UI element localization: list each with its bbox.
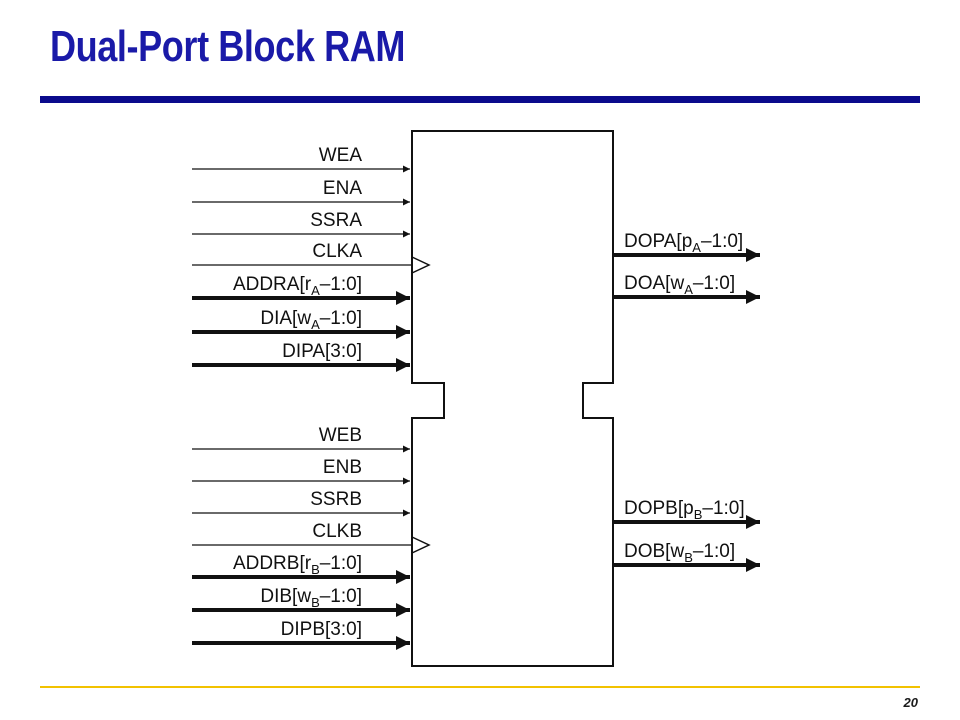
clka-label: CLKA [312,241,362,262]
ssrb-label: SSRB [310,489,362,510]
ram-block [411,130,614,667]
ena-label: ENA [323,178,362,199]
clkb-clock-triangle [411,536,431,554]
dipb-label: DIPB[3:0] [281,619,362,640]
dia-label: DIA[wA–1:0] [260,308,362,332]
enb-label: ENB [323,457,362,478]
footer-rule [40,686,920,688]
dob-label: DOB[wB–1:0] [624,541,735,565]
dopb-label: DOPB[pB–1:0] [624,498,745,522]
dopa-label: DOPA[pA–1:0] [624,231,743,255]
port-a-group: WEA ENA SSRA CLKA ADDRA[rA–1:0] DIA[wA–1:0] DI… [192,145,760,372]
addrb-label: ADDRB[rB–1:0] [233,553,362,577]
port-b-group: WEB ENB SSRB CLKB ADDRB[rB–1:0] DIB[wB–1:0] DI… [192,425,760,650]
page-number: 20 [903,695,918,710]
title-underline [40,96,920,103]
wea-label: WEA [319,145,363,166]
web-label: WEB [319,425,362,446]
slide-title: Dual-Port Block RAM [50,22,406,71]
clkb-label: CLKB [312,521,362,542]
ssra-label: SSRA [310,210,362,231]
dib-label: DIB[wB–1:0] [260,586,362,610]
addra-label: ADDRA[rA–1:0] [233,274,362,298]
dipa-label: DIPA[3:0] [282,341,362,362]
doa-label: DOA[wA–1:0] [624,273,735,297]
clka-clock-triangle [411,256,431,274]
